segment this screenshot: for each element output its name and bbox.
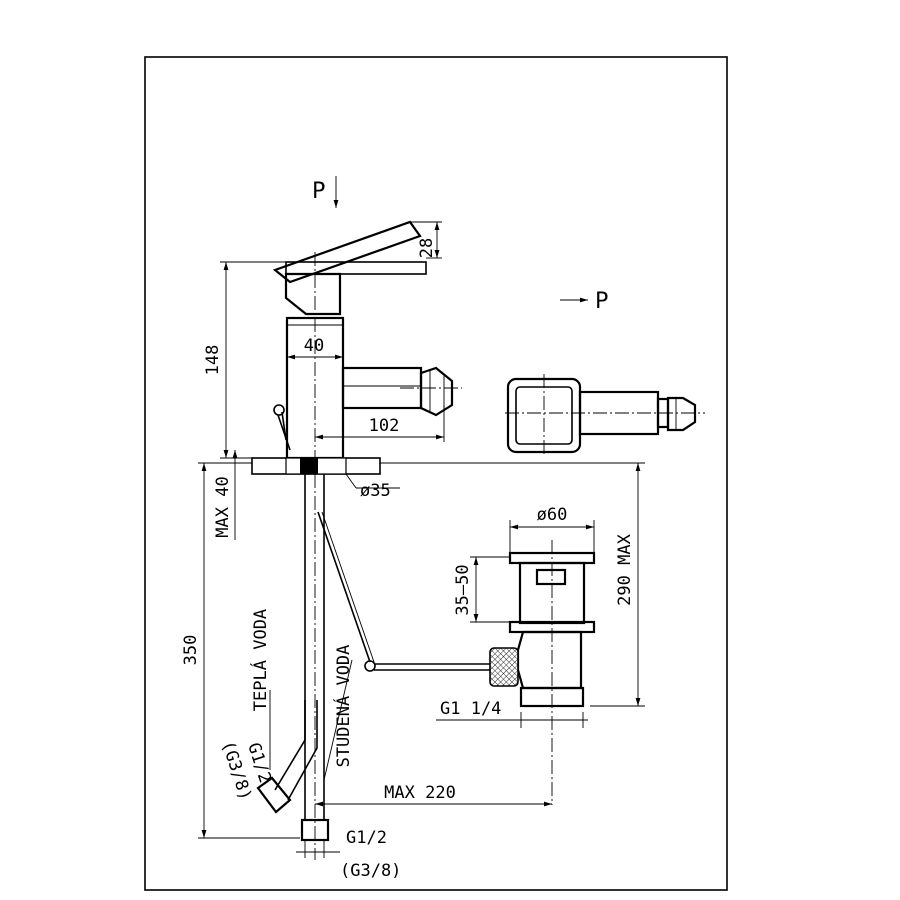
- label-dim-max40: MAX 40: [213, 476, 233, 537]
- label-dim-d60: ø60: [537, 505, 568, 525]
- knurled-knob: [489, 647, 519, 687]
- label-dim-40: 40: [304, 336, 324, 356]
- faucet-top-view: [505, 374, 705, 456]
- drawing-labels: P P 28 148 40 102 MAX 40 ø35 ø60 35–50 2…: [181, 179, 635, 881]
- label-cold-water: STUDENÁ VODA: [332, 645, 354, 768]
- label-dim-max220: MAX 220: [384, 783, 456, 803]
- label-p-side: P: [595, 289, 608, 314]
- label-dim-350: 350: [181, 635, 201, 666]
- drain-valve: [489, 540, 596, 805]
- label-dim-35-50: 35–50: [453, 564, 473, 615]
- label-dim-28: 28: [417, 238, 437, 258]
- dimension-lines: [198, 176, 645, 858]
- label-dim-102: 102: [369, 416, 400, 436]
- label-thread-g114: G1 1/4: [440, 699, 501, 719]
- label-dim-290max: 290 MAX: [615, 533, 635, 605]
- label-dim-148: 148: [203, 345, 223, 376]
- label-thread-g38-bottom: (G3/8): [340, 861, 401, 881]
- drawing-frame: [144, 56, 728, 891]
- faucet-side-view: [251, 220, 462, 475]
- label-thread-g12-bottom: G1/2: [346, 828, 387, 848]
- supply-hoses: [256, 474, 492, 860]
- label-dim-d35: ø35: [360, 481, 391, 501]
- label-p-top: P: [312, 179, 325, 204]
- label-hot-water: TEPLÁ VODA: [249, 609, 271, 711]
